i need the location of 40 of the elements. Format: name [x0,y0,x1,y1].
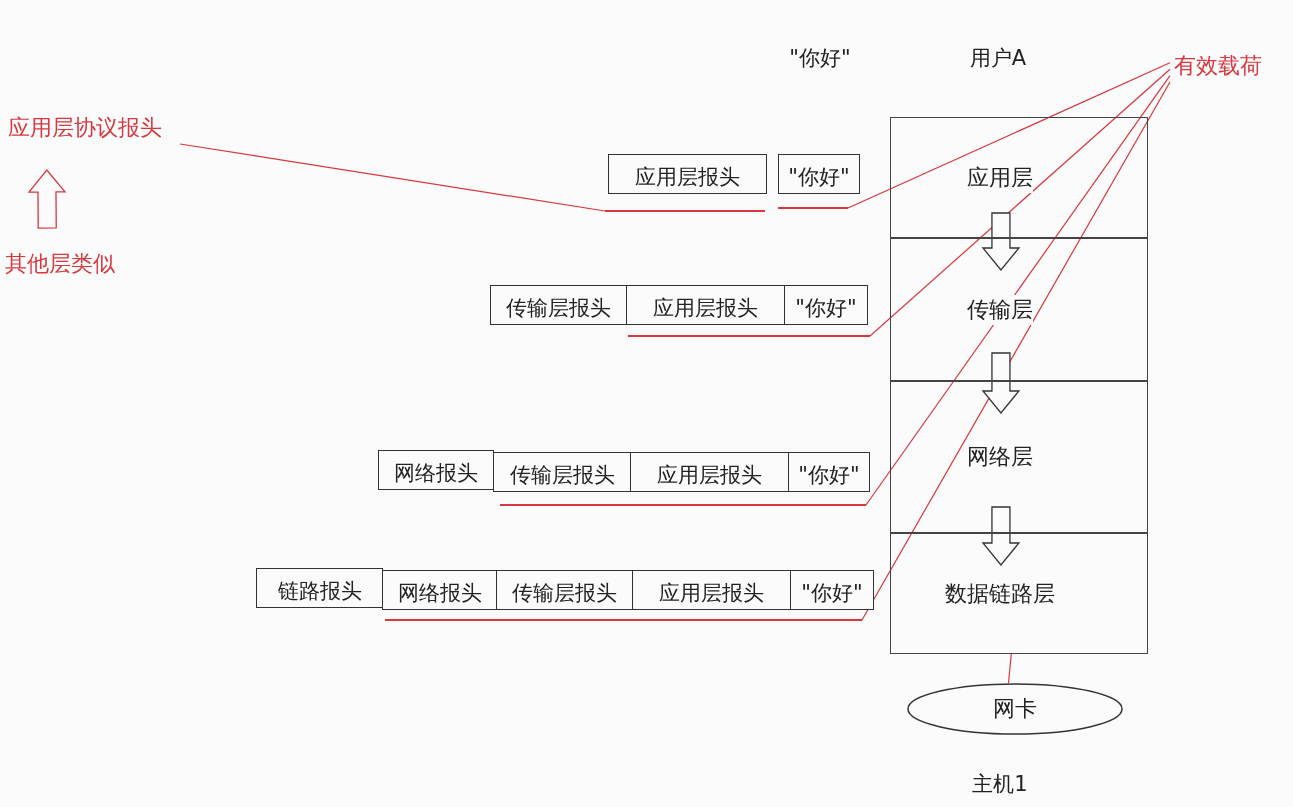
layer-box: 数据链路层 [890,533,1148,654]
leader-line [869,68,1171,337]
header-field: 传输层报头 [490,285,627,325]
header-field: 传输层报头 [496,570,633,610]
underline [500,504,866,506]
header-field: 应用层报头 [632,570,791,610]
header-field: 应用层报头 [626,285,785,325]
underline [385,619,862,621]
header-field: 链路报头 [256,568,383,608]
header-field: "你好" [788,452,870,492]
header-field: 网络报头 [382,570,497,610]
header-field: 网络报头 [378,450,494,490]
annotation-text: 其他层类似 [5,250,115,278]
leader-line [861,81,1171,621]
hollow-arrow [27,168,67,229]
header-field: "你好" [790,570,874,610]
header-field: 应用层报头 [630,452,789,492]
leader-line [1007,653,1012,684]
layer-box: 应用层 [890,117,1148,238]
hollow-arrow [981,506,1021,567]
caption-text: 用户A [969,45,1027,72]
header-field: 应用层报头 [608,154,767,194]
header-field: "你好" [778,154,860,194]
underline [628,335,870,337]
hollow-arrow [981,212,1021,272]
underline [605,210,765,212]
leader-line [179,143,606,212]
layer-box: 网络层 [890,381,1148,533]
caption-text: 主机1 [972,771,1028,798]
header-field: 传输层报头 [493,452,631,492]
annotation-text: 应用层协议报头 [8,114,162,142]
leader-line [865,75,1171,506]
underline [778,207,848,209]
annotation-text: 有效载荷 [1174,52,1262,80]
header-field: "你好" [784,285,868,325]
hollow-arrow [981,352,1021,415]
node-label: 网卡 [993,695,1037,723]
caption-text: "你好" [789,45,851,72]
layer-box: 传输层 [890,238,1148,381]
leader-line [847,62,1171,209]
